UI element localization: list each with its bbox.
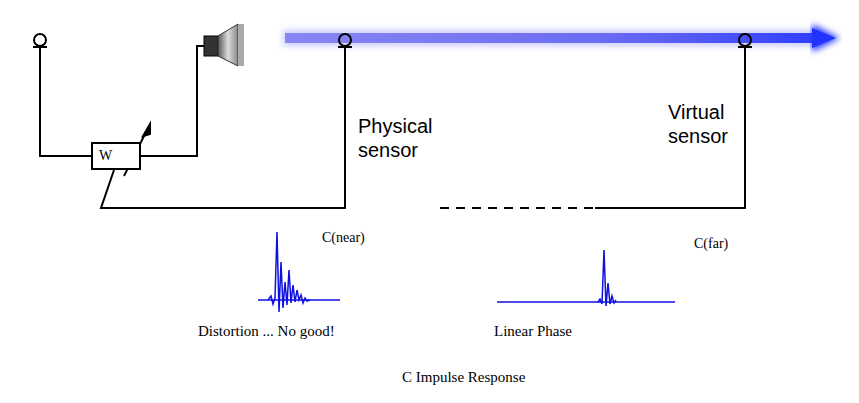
physical-sensor-symbol: [338, 34, 352, 47]
plot-label: C(far): [694, 236, 764, 253]
sensor-label: Virtual sensor: [668, 100, 764, 148]
microphone-symbol: [33, 34, 47, 47]
sensor-label: Physical sensor: [358, 114, 468, 162]
plot-label: C(near): [322, 230, 402, 247]
figure-caption: C Impulse Response: [402, 368, 642, 386]
speaker-symbol: [204, 24, 244, 66]
plot-caption: Linear Phase: [494, 322, 634, 340]
sound-beam: [283, 24, 840, 52]
box-text: W: [99, 148, 112, 164]
virtual-sensor-symbol: [738, 34, 752, 47]
wires: [40, 46, 745, 208]
weight-box: W: [91, 142, 141, 170]
plot-caption: Distortion ... No good!: [198, 322, 418, 340]
far-impulse-plot: [497, 250, 675, 306]
